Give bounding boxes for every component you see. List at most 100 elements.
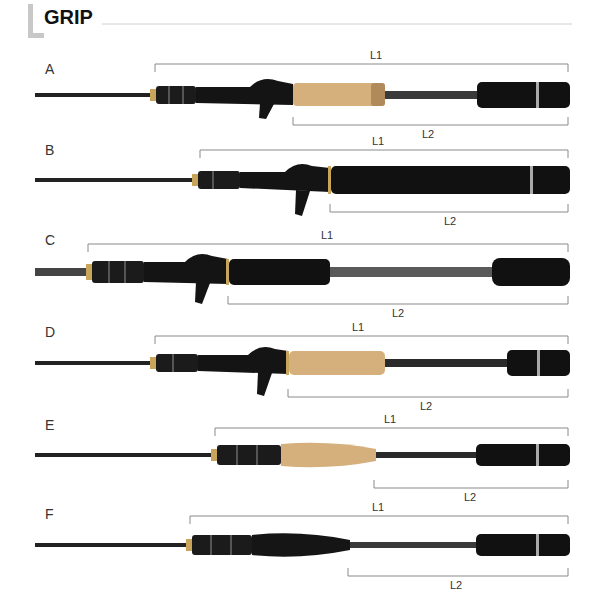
rod-blank <box>35 268 90 276</box>
variant-letter: D <box>45 325 55 340</box>
header-bar <box>28 33 44 38</box>
rear-grip <box>477 82 570 108</box>
reel-seat-nut <box>156 354 198 372</box>
rod-c <box>35 254 570 304</box>
section-title: GRIP <box>44 5 93 29</box>
rear-grip <box>476 444 570 466</box>
nut-line <box>168 86 170 104</box>
header-mark <box>28 4 572 38</box>
rod-e <box>35 443 570 467</box>
dimension-label: L1 <box>321 229 333 241</box>
trigger <box>259 103 274 119</box>
dimension-bracket <box>190 516 568 524</box>
variant-letter: A <box>45 62 54 77</box>
nut-line <box>236 445 238 465</box>
rod-f <box>35 533 570 556</box>
rod-blank <box>35 453 213 457</box>
eva-grip <box>252 533 350 556</box>
reel-seat <box>240 164 330 192</box>
dimension-label: L2 <box>464 491 476 503</box>
dimension-label: L2 <box>450 579 462 591</box>
cork-grip <box>281 443 376 467</box>
fore-grip <box>229 259 330 285</box>
gold-ring <box>286 351 289 375</box>
cork-grip <box>289 351 385 375</box>
reel-seat <box>198 347 288 374</box>
rod-blank <box>385 359 507 367</box>
rod-blank <box>376 452 476 458</box>
reel-seat-nut <box>92 261 144 283</box>
reel-seat <box>144 254 228 284</box>
nut-line <box>108 261 110 283</box>
reel-seat <box>196 79 293 105</box>
grip-ring <box>536 534 539 556</box>
gold-ring <box>150 357 156 369</box>
dimension-label: L2 <box>420 400 432 412</box>
dimension-label: L2 <box>444 215 456 227</box>
dimension-label: L1 <box>372 135 384 147</box>
rear-grip <box>331 166 570 194</box>
dimension-bracket <box>155 336 568 344</box>
rod-b <box>35 164 570 216</box>
grip-ring <box>537 350 540 376</box>
header-bar <box>28 4 33 38</box>
gold-ring <box>186 539 192 551</box>
nut-line <box>172 354 174 372</box>
variant-letter: B <box>45 143 54 158</box>
dimension-bracket <box>330 204 568 212</box>
rear-grip <box>492 258 570 286</box>
dimension-label: L1 <box>370 49 382 61</box>
reel-seat-nut <box>156 86 196 104</box>
dimension-bracket <box>215 428 568 436</box>
variant-letter: C <box>45 233 55 248</box>
grip-ring <box>536 444 539 466</box>
dimension-bracket <box>88 244 568 252</box>
dimension-label: L2 <box>392 307 404 319</box>
gold-ring <box>211 449 217 461</box>
grip-ring <box>530 166 533 194</box>
reel-seat <box>217 445 281 465</box>
dimension-bracket <box>288 389 568 397</box>
rod-blank <box>35 178 195 182</box>
dimension-bracket <box>293 117 568 125</box>
gold-ring <box>86 264 92 280</box>
gold-ring <box>226 259 229 285</box>
dimension-bracket <box>374 480 568 488</box>
cork-grip <box>293 83 385 106</box>
dimension-label: L1 <box>384 413 396 425</box>
dimension-label: L1 <box>352 321 364 333</box>
dimension-label: L1 <box>372 501 384 513</box>
rear-grip <box>476 534 570 556</box>
trigger <box>295 190 310 216</box>
nut-line <box>212 171 214 189</box>
dimension-brackets <box>88 64 568 576</box>
cork-grip-end <box>371 83 385 106</box>
header-rule <box>102 24 572 25</box>
grip-ring <box>536 82 539 108</box>
dimension-bracket <box>155 64 568 72</box>
gold-ring <box>150 89 156 101</box>
variant-letter: E <box>45 418 54 433</box>
rod-blank <box>35 361 153 365</box>
trigger <box>195 282 210 304</box>
dimension-bracket <box>200 150 568 158</box>
dimension-label: L2 <box>422 128 434 140</box>
trigger <box>257 372 272 396</box>
rod-blank <box>350 542 476 548</box>
rod-blank <box>35 93 153 97</box>
nut-line <box>230 535 232 555</box>
nut-line <box>124 261 126 283</box>
rod-blank <box>385 91 477 99</box>
dimension-bracket <box>348 568 568 576</box>
rear-grip <box>507 350 570 376</box>
dimension-bracket <box>228 296 568 304</box>
reel-seat <box>192 535 252 555</box>
reel-seat-nut <box>198 171 240 189</box>
rod-d <box>35 347 570 396</box>
nut-line <box>256 445 258 465</box>
nut-line <box>210 535 212 555</box>
rod-blank <box>330 267 492 277</box>
rod-blank <box>35 543 188 547</box>
nut-line <box>182 86 184 104</box>
